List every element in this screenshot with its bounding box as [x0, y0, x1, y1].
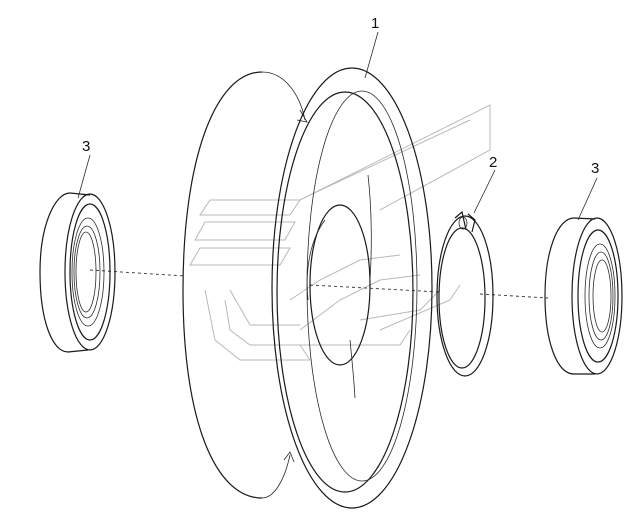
left-bearing — [39, 192, 116, 353]
callout-leaders — [77, 31, 598, 221]
callout-3-right: 3 — [591, 160, 599, 177]
retaining-ring — [436, 210, 494, 377]
callout-2: 2 — [489, 154, 497, 171]
axis-centerline — [89, 269, 549, 299]
callout-1: 1 — [371, 15, 379, 32]
right-bearing — [544, 217, 623, 375]
watermark-logo — [189, 104, 491, 361]
wheel-disc — [182, 67, 433, 509]
callout-3-left: 3 — [82, 138, 90, 155]
